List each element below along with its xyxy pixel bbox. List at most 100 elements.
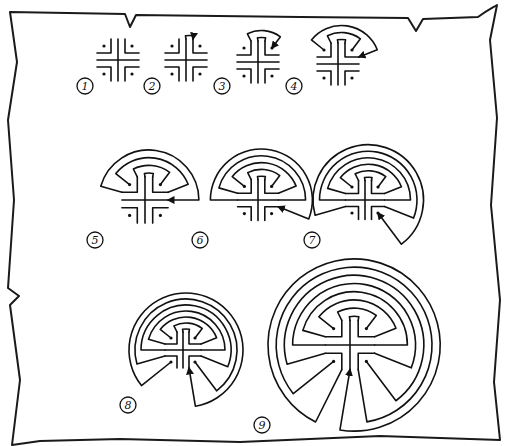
labyrinth-wall	[210, 149, 312, 219]
step-number: 4	[291, 81, 298, 92]
seed-line	[193, 67, 207, 81]
seed-dot	[198, 44, 201, 47]
seed-dot	[350, 211, 353, 214]
seed-dot	[242, 74, 245, 77]
seed-dot	[270, 212, 273, 215]
labyrinth-wall	[141, 305, 231, 367]
seed-line	[317, 63, 359, 65]
seed-line	[325, 344, 374, 346]
seed-line	[165, 67, 179, 81]
labyrinth-step	[101, 150, 199, 223]
step-number: 8	[125, 400, 132, 411]
labyrinth-step	[97, 39, 139, 81]
labyrinth-step	[268, 259, 440, 431]
labyrinth-wall	[174, 323, 202, 338]
seed-line	[193, 39, 207, 53]
seed-line	[125, 67, 139, 81]
labyrinth-step	[313, 145, 424, 244]
seed-line	[237, 69, 251, 83]
labyrinth-wall	[149, 311, 226, 350]
labyrinth-wall	[327, 33, 360, 50]
step-number: 9	[259, 420, 266, 431]
labyrinth-wall	[247, 31, 280, 48]
labyrinth-wall	[313, 145, 424, 244]
labyrinth-wall	[257, 176, 265, 179]
labyrinth-step	[165, 35, 207, 81]
labyrinth-wall	[257, 37, 265, 41]
labyrinth-wall	[311, 25, 377, 57]
labyrinth-wall	[129, 293, 243, 406]
labyrinth-wall	[337, 39, 345, 43]
seed-line	[165, 59, 207, 61]
labyrinth-wall	[268, 259, 440, 431]
number-ring	[144, 78, 160, 94]
number-ring	[286, 78, 302, 94]
seed-dot	[242, 46, 245, 49]
number-ring	[192, 232, 208, 248]
labyrinth-step	[210, 149, 312, 220]
step-number: 7	[309, 235, 316, 246]
step-number: 1	[82, 81, 89, 92]
labyrinth-wall	[116, 158, 188, 193]
labyrinth-wall	[349, 316, 358, 320]
seed-line	[122, 208, 137, 223]
seed-dot	[350, 76, 353, 79]
labyrinth-wall	[219, 156, 306, 200]
seed-dot	[170, 44, 173, 47]
labyrinth-wall	[185, 35, 193, 39]
number-ring	[254, 417, 270, 433]
seed-dot	[102, 72, 105, 75]
labyrinth-wall	[133, 165, 169, 184]
seed-line	[125, 39, 139, 53]
labyrinth-wall	[144, 173, 153, 177]
seed-line	[97, 59, 139, 61]
step-number: 5	[92, 235, 99, 246]
number-ring	[77, 78, 93, 94]
number-ring	[87, 232, 103, 248]
step-number: 3	[219, 81, 226, 92]
labyrinth-wall	[248, 169, 280, 186]
labyrinth-wall	[319, 300, 396, 337]
seed-dot	[159, 214, 162, 217]
seed-dot	[130, 72, 133, 75]
labyrinth-wall	[355, 171, 386, 187]
seed-dot	[128, 214, 131, 217]
number-ring	[214, 78, 230, 94]
labyrinth-wall	[320, 151, 418, 218]
labyrinth-steps	[97, 25, 440, 431]
seed-line	[265, 69, 279, 83]
seed-dot	[243, 212, 246, 215]
labyrinth-wall	[232, 163, 296, 194]
seed-line	[346, 207, 359, 220]
seed-line	[345, 71, 359, 85]
seed-line	[237, 41, 251, 55]
labyrinth-step	[129, 293, 243, 406]
seed-dot	[198, 72, 201, 75]
seed-dot	[130, 44, 133, 47]
seed-dot	[170, 72, 173, 75]
labyrinth-wall	[328, 158, 411, 200]
labyrinth-wall	[183, 329, 190, 332]
seed-dot	[270, 74, 273, 77]
labyrinth-wall	[101, 150, 199, 200]
step-number: 6	[197, 235, 204, 246]
number-ring	[304, 232, 320, 248]
labyrinth-step	[311, 25, 377, 85]
labyrinth-step	[237, 31, 280, 83]
labyrinth-wall	[338, 308, 377, 328]
seed-dot	[322, 76, 325, 79]
number-ring	[120, 397, 136, 413]
labyrinth-wall	[284, 275, 423, 400]
step-number: 2	[149, 81, 156, 92]
seed-line	[238, 199, 279, 201]
seed-line	[237, 61, 279, 63]
seed-line	[97, 67, 111, 81]
labyrinth-wall	[276, 267, 432, 422]
seed-line	[346, 199, 385, 201]
seed-line	[165, 39, 179, 53]
labyrinth-wall	[365, 177, 372, 180]
seed-line	[265, 207, 279, 221]
labyrinth-wall	[293, 283, 416, 367]
